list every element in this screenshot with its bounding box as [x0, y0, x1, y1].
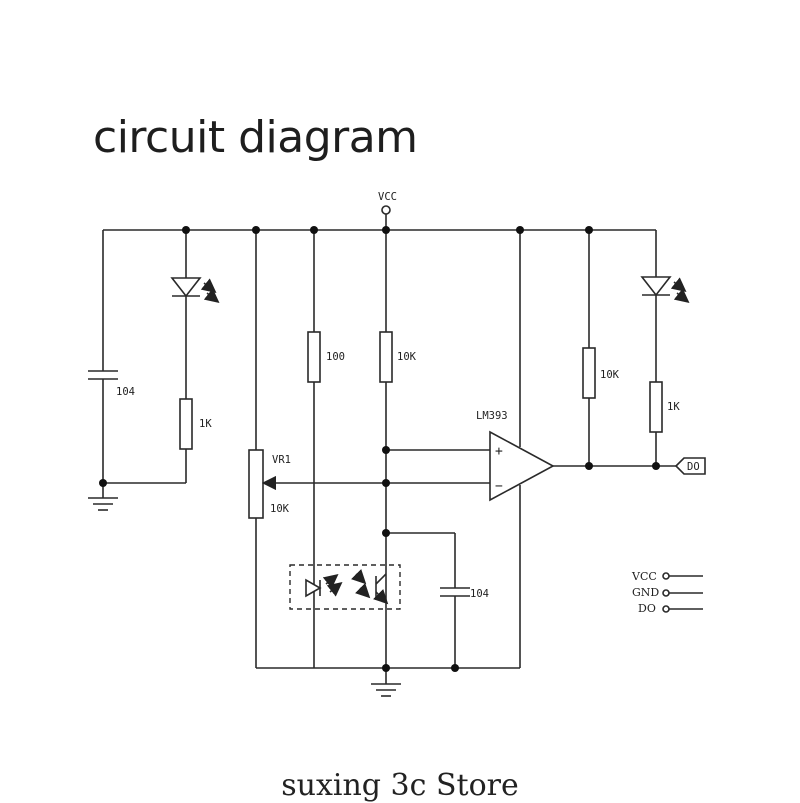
- page-title: circuit diagram: [93, 112, 418, 163]
- plus-input-label: +: [495, 444, 503, 459]
- ground-symbol-bottom: [371, 683, 401, 697]
- junction-dots: [99, 226, 660, 672]
- phototransistor: [350, 568, 389, 605]
- vcc-label: VCC: [378, 191, 397, 203]
- led-output-indicator: [640, 276, 690, 303]
- c2-label: 104: [470, 588, 489, 600]
- comparator-lm393: [489, 430, 555, 502]
- pin-legend: VCC GND DO: [631, 570, 703, 615]
- vr1-label: VR1: [272, 454, 291, 466]
- resistor-10k-pullup: [582, 347, 596, 399]
- r-led1-label: 1K: [199, 418, 212, 430]
- resistor-led1: [179, 398, 193, 450]
- potentiometer-vr1: [248, 449, 264, 519]
- ground-symbol-left: [88, 497, 118, 511]
- c1-label: 104: [116, 386, 135, 398]
- do-output-connector: [674, 457, 706, 475]
- store-watermark: suxing 3c Store: [281, 768, 519, 803]
- r10k-label: 10K: [397, 351, 417, 363]
- r-pullup-label: 10K: [600, 369, 620, 381]
- minus-input-label: −: [495, 479, 503, 494]
- ir-emitter-diode: [305, 574, 343, 598]
- vcc-terminal: [381, 205, 391, 215]
- pin-gnd-label: GND: [632, 586, 659, 599]
- led-power-indicator: [170, 277, 220, 303]
- resistor-10k-sensor: [379, 331, 393, 383]
- comparator-label: LM393: [476, 410, 508, 422]
- resistor-100: [307, 331, 321, 383]
- pin-do-label: DO: [638, 602, 656, 615]
- pin-vcc-label: VCC: [631, 570, 657, 583]
- do-output-label: DO: [687, 461, 700, 473]
- r100-label: 100: [326, 351, 345, 363]
- resistor-led2: [649, 381, 663, 433]
- r-led2-label: 1K: [667, 401, 680, 413]
- ir-sensor-module: [289, 564, 401, 610]
- vr1-value-label: 10K: [270, 503, 290, 515]
